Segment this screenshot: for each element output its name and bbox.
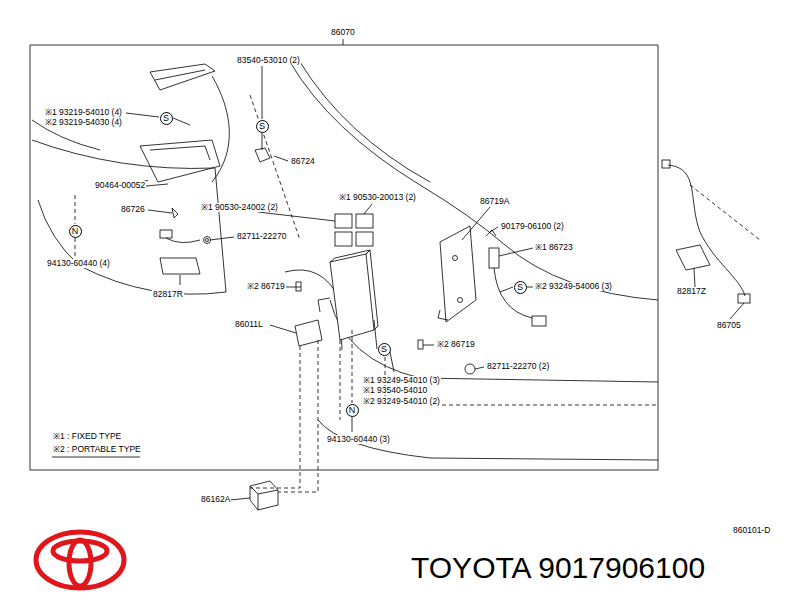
part-number: 82817R: [152, 290, 184, 299]
fastener-type-symbol: S: [378, 343, 391, 356]
part-number: 86011L: [234, 320, 264, 329]
part-number: ※2 86719: [246, 282, 286, 291]
fastener-type-symbol: S: [256, 120, 269, 133]
part-number: 86162A: [200, 495, 231, 504]
part-number: ※1 93219-54010 (4): [44, 108, 123, 117]
fastener-type-symbol: S: [514, 281, 527, 294]
symbol-letter: S: [259, 122, 265, 131]
symbol-letter: N: [349, 406, 356, 415]
part-number: 94130-60440 (4): [46, 259, 111, 268]
part-number: 82817Z: [676, 287, 707, 296]
assembly-number: 86070: [330, 28, 356, 37]
part-number: 90464-00052: [94, 181, 146, 190]
symbol-letter: S: [381, 345, 387, 354]
part-number: 86705: [716, 321, 742, 330]
part-number: ※1 93249-54010 (3): [362, 376, 441, 385]
fastener-type-symbol: N: [346, 404, 359, 417]
legend-note: ※1 : FIXED TYPE: [52, 432, 122, 441]
part-number: ※2 86719: [436, 340, 476, 349]
part-number: ※2 93219-54030 (4): [44, 118, 123, 127]
part-number: 94130-60440 (3): [326, 435, 391, 444]
part-number: 83540-53010 (2): [236, 56, 301, 65]
legend-note: ※2 : PORTABLE TYPE: [52, 445, 142, 454]
symbol-letter: S: [163, 114, 169, 123]
part-number: ※1 90530-24002 (2): [200, 203, 279, 212]
brand-part-number: TOYOTA 9017906100: [410, 553, 706, 583]
part-number: 90179-06100 (2): [500, 222, 565, 231]
figure-number: 860101-D: [732, 526, 771, 535]
fastener-type-symbol: S: [160, 112, 173, 125]
fastener-type-symbol: N: [69, 225, 82, 238]
part-number: 82711-22270: [236, 232, 287, 241]
part-number: ※1 86723: [534, 243, 574, 252]
part-number: 86726: [120, 205, 146, 214]
part-number: ※2 93249-54006 (3): [534, 282, 613, 291]
part-number: 82711-22270 (2): [486, 362, 550, 371]
part-number: 86724: [290, 157, 316, 166]
symbol-letter: S: [517, 283, 523, 292]
part-number: ※2 93249-54010 (2): [362, 397, 441, 406]
symbol-letter: N: [72, 227, 79, 236]
part-number: ※1 93540-54010: [362, 386, 428, 395]
part-number: ※1 90530-20013 (2): [338, 193, 417, 202]
part-number: 86719A: [479, 197, 510, 206]
